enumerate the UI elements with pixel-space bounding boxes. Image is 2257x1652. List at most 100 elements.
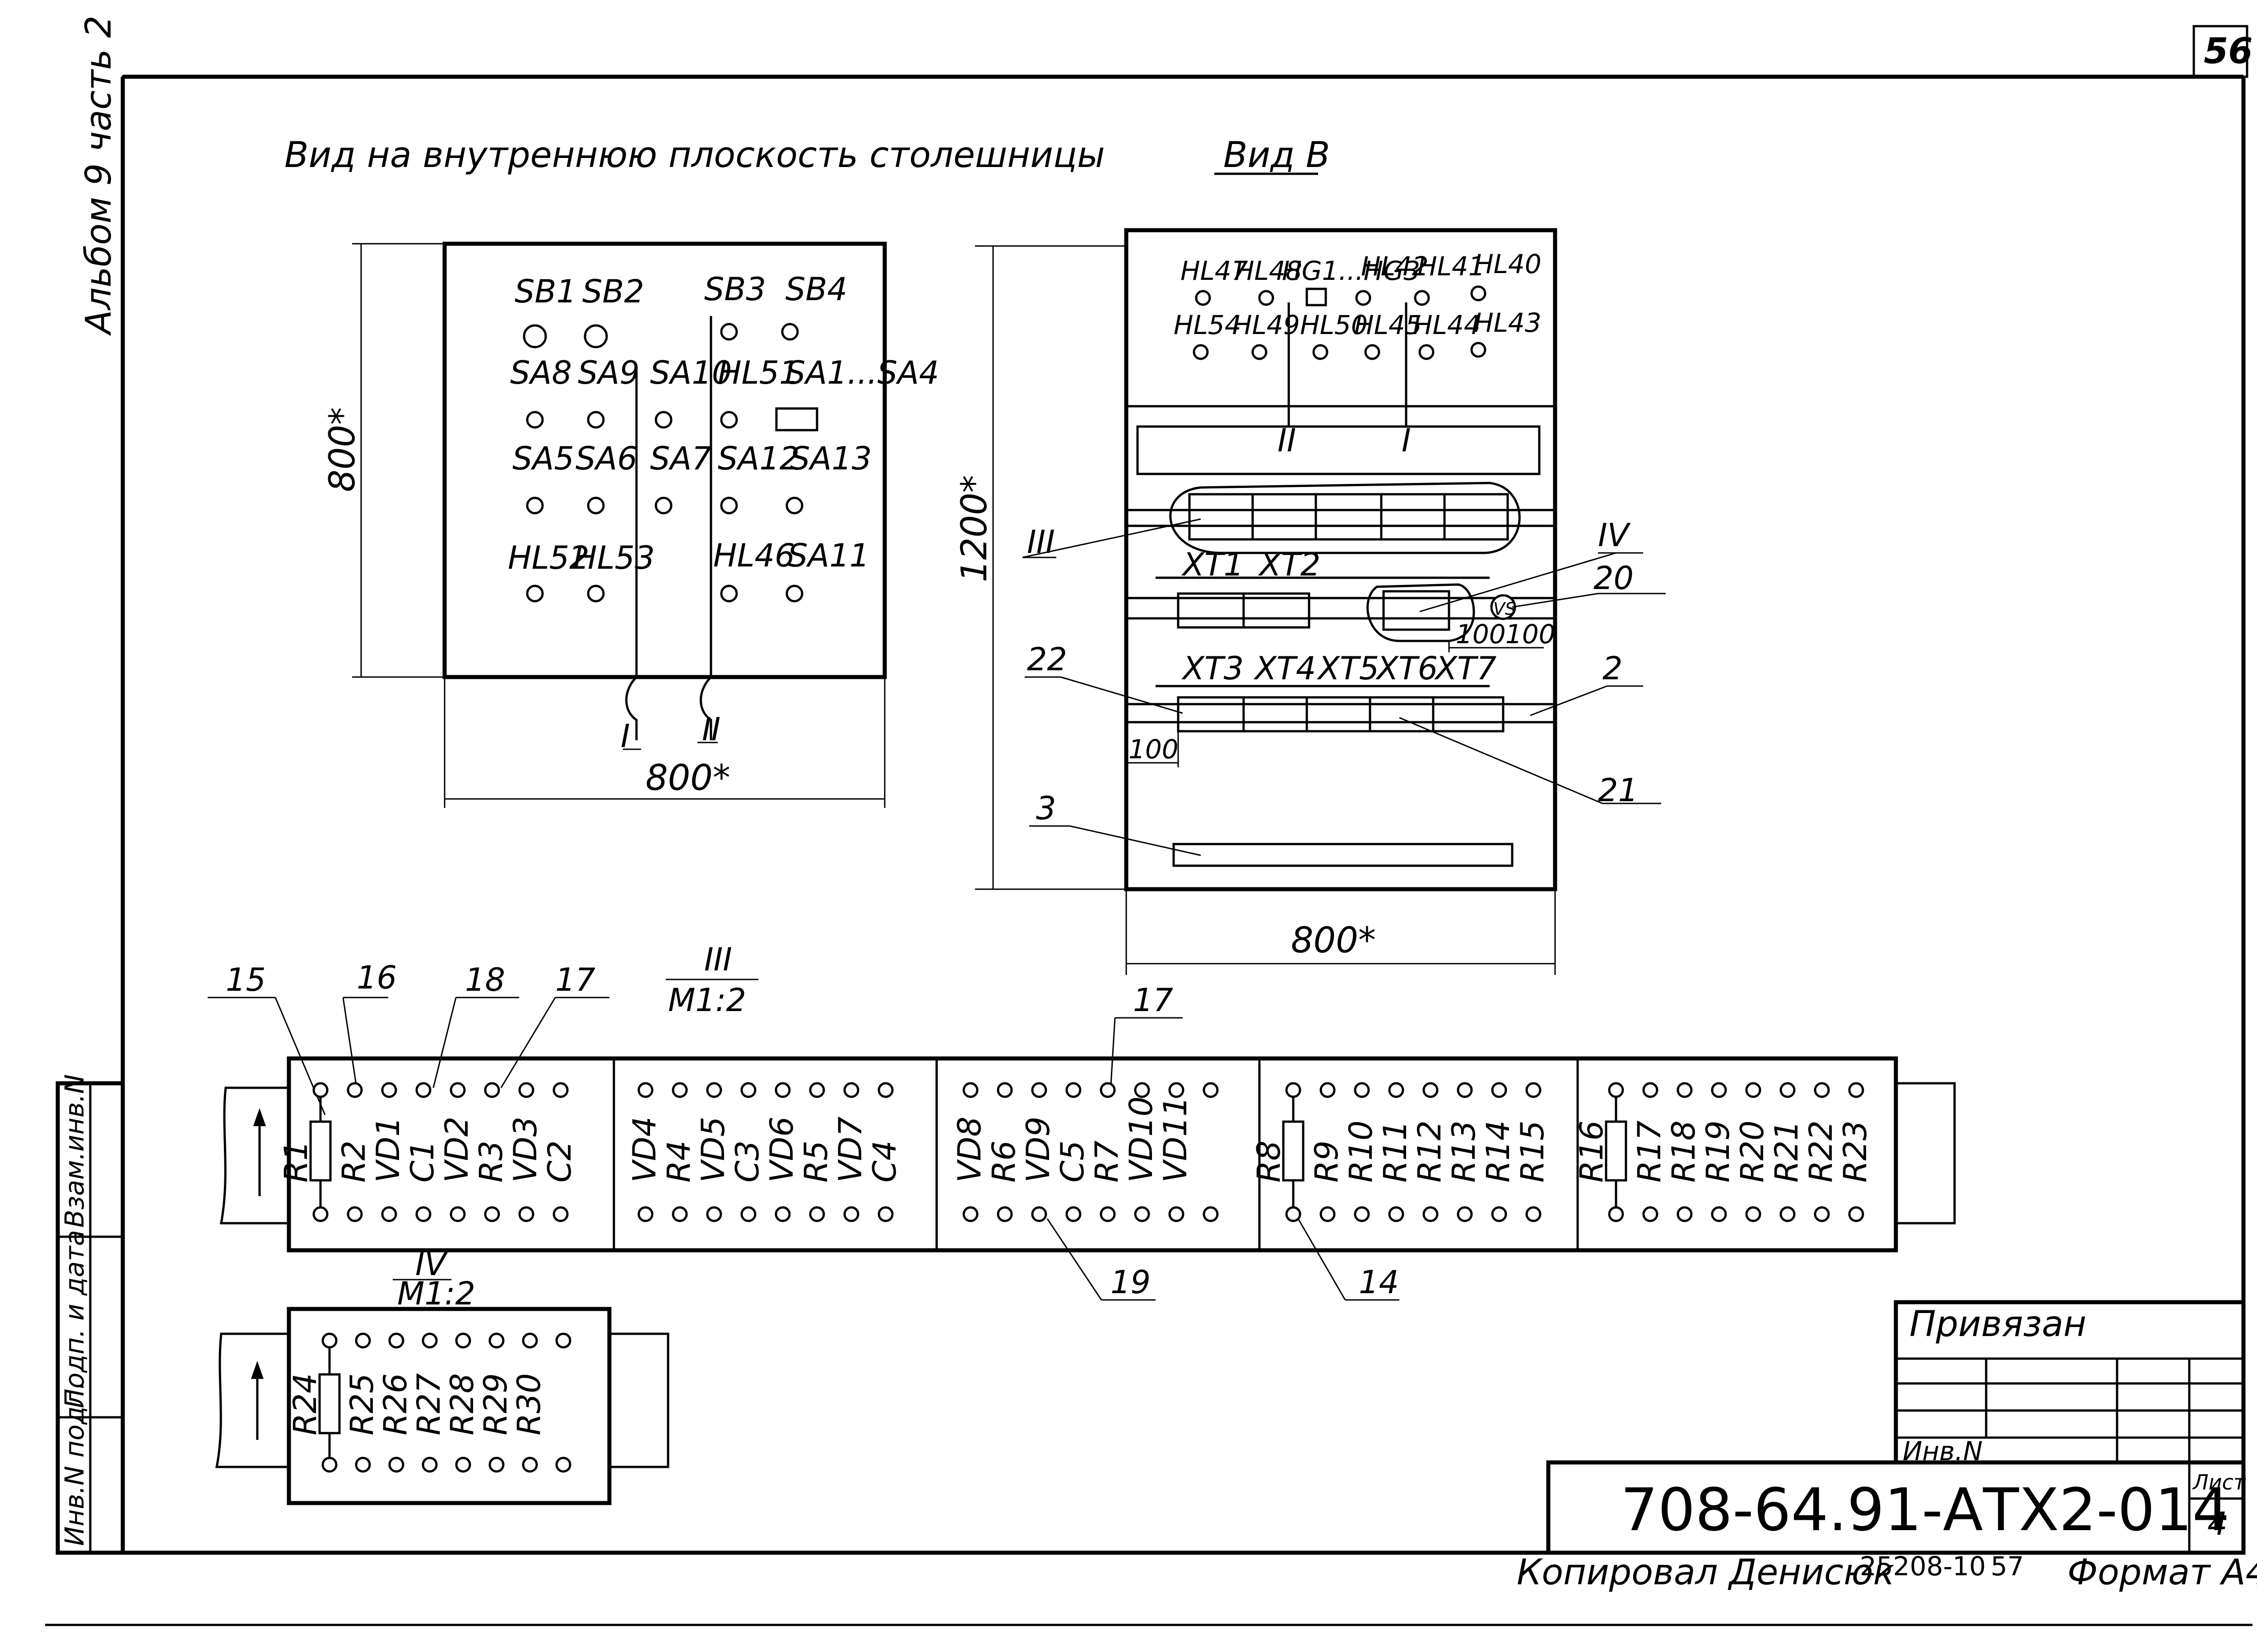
vb-hole-8 — [1312, 344, 1328, 360]
resistor-symbol — [309, 1120, 332, 1182]
component-label: VD10 — [1123, 1096, 1160, 1183]
terminal-hole — [878, 1206, 894, 1222]
label-sa7: SA7 — [650, 440, 712, 477]
sa8-hole — [526, 411, 544, 429]
vb-xt1: XT1 — [1181, 546, 1244, 583]
vb-callout-iii: III — [1027, 524, 1055, 561]
footer-order: 25208-10 — [1860, 1551, 1986, 1582]
sa10-hole — [655, 411, 673, 429]
terminal-hole — [1745, 1206, 1761, 1222]
vb-vs-label: VS — [1493, 599, 1516, 619]
terminal-hole — [775, 1206, 791, 1222]
detail-iii-callout-19: 19 — [1110, 1264, 1151, 1301]
component-label: R14 — [1480, 1120, 1517, 1183]
component-label: R29 — [477, 1373, 514, 1435]
vb-hl45: HL45 — [1354, 310, 1422, 340]
terminal-hole — [1203, 1206, 1219, 1222]
component-label: VD5 — [695, 1117, 732, 1183]
terminal-hole — [1491, 1206, 1507, 1222]
component-label: R7 — [1088, 1141, 1125, 1183]
terminal-hole — [388, 1332, 404, 1349]
vb-dim-100-b: 100 — [1505, 619, 1556, 650]
terminal-hole — [455, 1457, 471, 1473]
label-sa6: SA6 — [576, 440, 637, 477]
sa1-sa4-switch — [775, 407, 818, 432]
component-label: R28 — [444, 1373, 481, 1435]
component-label: R30 — [511, 1373, 548, 1435]
terminal-hole — [878, 1082, 894, 1098]
terminal-hole — [1779, 1082, 1796, 1098]
vb-hl49: HL49 — [1232, 310, 1300, 340]
vb-hl44: HL44 — [1413, 310, 1481, 340]
terminal-hole — [1491, 1082, 1507, 1098]
terminal-hole — [1608, 1206, 1624, 1222]
vb-hl42: HL42 — [1361, 251, 1429, 282]
terminal-hole — [1203, 1082, 1219, 1098]
vb-xt6: XT6 — [1375, 650, 1438, 687]
vb-xt7: XT7 — [1434, 650, 1496, 687]
terminal-hole — [672, 1082, 688, 1098]
component-label: VD4 — [626, 1117, 663, 1183]
panel-dim-width: 800* — [646, 758, 730, 798]
footer-copied: Копировал Денисюк — [1517, 1552, 1895, 1593]
terminal-hole — [381, 1082, 397, 1098]
label-sa1-sa4: SA1...SA4 — [785, 354, 939, 391]
label-sa8: SA8 — [510, 354, 572, 391]
vb-dim-height: 1200* — [954, 475, 995, 582]
component-label: VD7 — [832, 1117, 869, 1183]
terminal-hole — [1642, 1082, 1658, 1098]
panel-cable-i: I — [621, 718, 630, 755]
component-label: R16 — [1573, 1120, 1610, 1183]
terminal-hole — [1745, 1082, 1761, 1098]
vb-callout-22: 22 — [1027, 641, 1067, 678]
vb-hole-4 — [1414, 290, 1430, 306]
sb2-hole — [584, 324, 608, 348]
terminal-hole — [1134, 1206, 1150, 1222]
label-hl52: HL52 — [508, 539, 590, 576]
detail-iii-callout-16: 16 — [357, 959, 397, 996]
sheet-number: 56 — [2204, 31, 2253, 72]
terminal-hole — [522, 1332, 538, 1349]
label-sa5: SA5 — [512, 440, 574, 477]
component-label: R26 — [377, 1373, 414, 1435]
vb-xt2: XT2 — [1258, 546, 1320, 583]
component-label: VD3 — [507, 1117, 544, 1183]
stamp-podp-data: Подп. и дата — [59, 1230, 90, 1408]
component-label: VD9 — [1020, 1117, 1057, 1183]
terminal-hole — [1354, 1206, 1370, 1222]
vb-callout-20: 20 — [1593, 560, 1634, 597]
component-label: R9 — [1308, 1141, 1345, 1183]
label-sa12: SA12 — [718, 440, 799, 477]
component-label: R5 — [798, 1141, 835, 1183]
terminal-hole — [1711, 1206, 1727, 1222]
vb-hole-5 — [1470, 285, 1486, 302]
component-label: R3 — [473, 1141, 510, 1183]
terminal-hole — [1065, 1082, 1082, 1098]
sa9-hole — [587, 411, 605, 429]
terminal-hole — [1388, 1206, 1404, 1222]
vb-dim-width: 800* — [1291, 920, 1376, 961]
detail-iv — [215, 1279, 669, 1505]
label-sa9: SA9 — [578, 354, 640, 391]
terminal-hole — [450, 1206, 466, 1222]
terminal-hole — [706, 1206, 722, 1222]
detail-iii-callout-14: 14 — [1359, 1264, 1399, 1301]
label-sb2: SB2 — [582, 273, 644, 310]
detail-iii-callout-17a: 17 — [555, 961, 595, 998]
hl46-hole — [720, 585, 738, 603]
detail-iii-scale: M1:2 — [668, 982, 746, 1019]
terminal-hole — [740, 1206, 757, 1222]
terminal-hole — [484, 1206, 500, 1222]
terminal-hole — [1848, 1082, 1864, 1098]
terminal-hole — [1525, 1082, 1542, 1098]
sa11-hole — [785, 585, 803, 603]
terminal-hole — [522, 1457, 538, 1473]
vb-callout-21: 21 — [1598, 772, 1638, 809]
sb1-hole — [523, 324, 547, 348]
component-label: R8 — [1250, 1141, 1287, 1183]
label-hl46: HL46 — [713, 537, 795, 574]
component-label: R23 — [1837, 1120, 1874, 1183]
terminal-hole — [484, 1082, 500, 1098]
